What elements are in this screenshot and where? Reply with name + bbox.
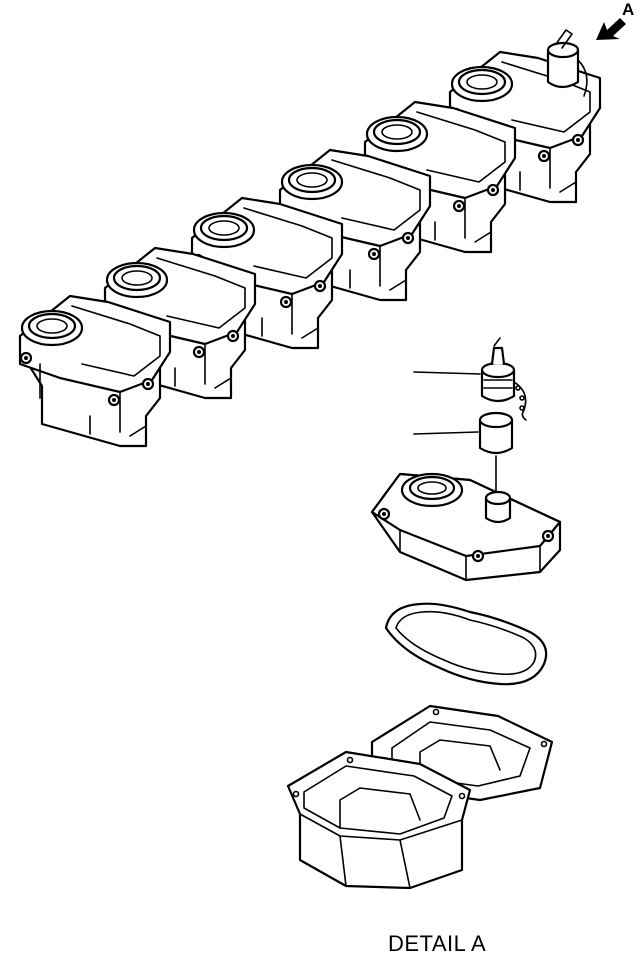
detail-label: DETAIL A: [388, 931, 487, 956]
leader-line-breather: [413, 431, 479, 435]
leader-line-filler-cap: [413, 371, 481, 375]
gasket-part: [384, 602, 548, 686]
filler-cap-part: [480, 337, 527, 421]
view-direction-arrow-icon: [596, 18, 626, 40]
rocker-cover-assembly: [18, 29, 602, 448]
detail-cover-segment: [370, 472, 562, 582]
breather-element-part: [478, 411, 514, 455]
view-arrow-letter: A: [622, 0, 635, 19]
spacer-housing-part: [286, 704, 554, 890]
